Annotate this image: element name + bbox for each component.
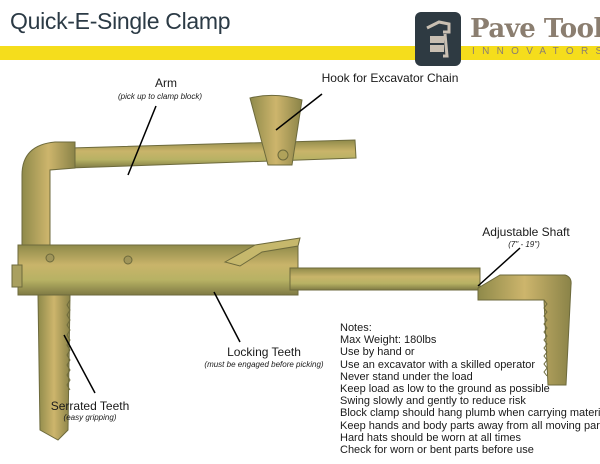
note-item: Max Weight: 180lbs [340,334,437,347]
hook-leader [275,93,323,131]
page-title: Quick-E-Single Clamp [10,8,231,34]
note-item: Use an excavator with a skilled operator [340,358,536,371]
shaft [289,267,481,291]
serrated-leader [63,334,96,394]
hook [249,94,303,166]
serrated-sublabel: (easy gripping) [63,413,117,422]
locking-sublabel: (must be engaged before picking) [204,360,324,369]
note-item: Keep load as low to the ground as possib… [340,383,550,396]
note-item: Check for worn or bent parts before use [340,444,534,457]
shaft-label: Adjustable Shaft [482,225,570,239]
left-jaw [37,294,71,441]
arm-tube [69,139,357,169]
locking-label: Locking Teeth [227,345,301,359]
arm-leader [127,105,157,176]
note-item: Hard hats should be worn at all times [340,431,521,444]
logo-tagline: INNOVATORS [472,46,600,57]
notes-heading: Notes: [340,322,372,334]
serrated-label: Serrated Teeth [50,399,130,413]
note-item: Never stand under the load [340,370,473,383]
shaft-sublabel: (7" - 19") [508,240,540,249]
arm-elbow [21,141,76,261]
note-item: Keep hands and body parts away from all … [340,419,600,432]
hook-label: Hook for Excavator Chain [321,71,459,85]
notes-block: Notes: Max Weight: 180lbs Use by hand or… [340,322,600,456]
note-item: Use by hand or [340,346,415,359]
shaft-jaw [477,274,572,386]
logo-icon [415,12,461,66]
note-item: Block clamp should hang plumb when carry… [340,407,600,420]
logo-name: Pave Tool [470,14,600,44]
arm-sublabel: (pick up to clamp block) [117,92,203,101]
arm-label: Arm [155,76,177,90]
shaft-leader [477,247,521,287]
locking-lever [223,237,301,267]
note-item: Swing slowly and gently to reduce risk [340,395,526,408]
locking-leader [213,291,241,343]
